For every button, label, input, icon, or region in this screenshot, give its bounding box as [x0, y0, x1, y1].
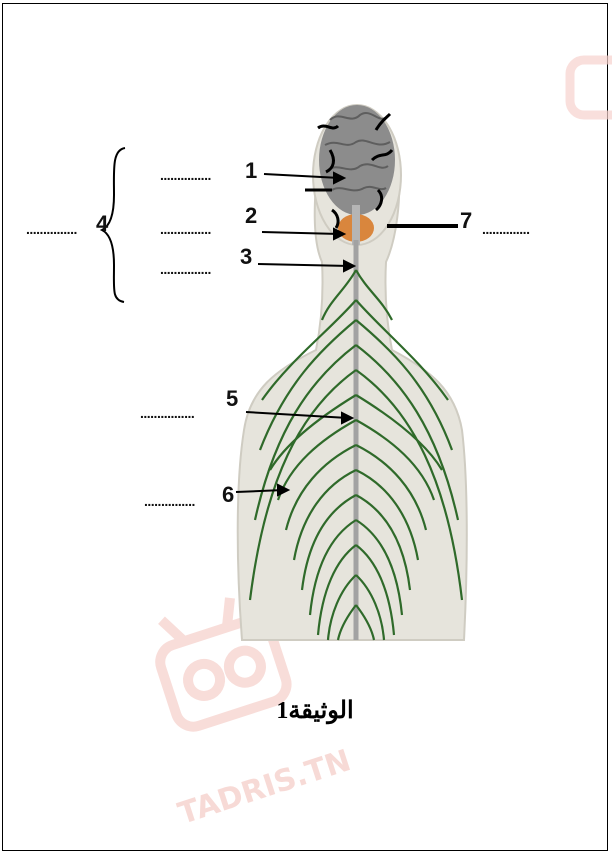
label-1: 1 [245, 160, 257, 182]
blank-3[interactable]: ............... [160, 262, 211, 276]
blank-2[interactable]: ............... [160, 222, 211, 236]
label-5: 5 [226, 388, 238, 410]
blank-1[interactable]: ............... [160, 168, 211, 182]
label-4: 4 [96, 213, 108, 235]
blank-4[interactable]: ............... [26, 222, 77, 236]
label-6: 6 [222, 484, 234, 506]
blank-5[interactable]: ................ [140, 406, 194, 420]
blank-7[interactable]: .............. [482, 222, 529, 236]
label-7: 7 [460, 210, 472, 232]
document-caption: الوثيقة1 [250, 696, 380, 725]
label-3: 3 [240, 246, 252, 268]
label-2: 2 [245, 205, 257, 227]
blank-6[interactable]: ............... [144, 494, 195, 508]
brain-stem [352, 205, 360, 245]
